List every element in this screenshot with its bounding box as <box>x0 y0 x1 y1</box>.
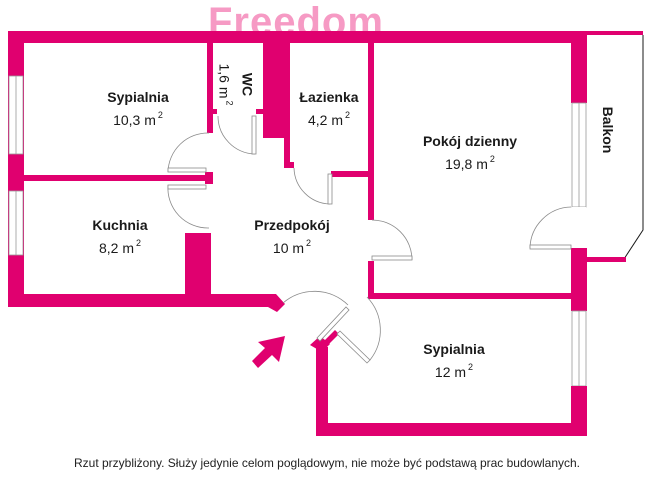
room-wc: WC 1,6 m2 <box>216 63 256 106</box>
wall-top <box>8 31 586 43</box>
room-balkon: Balkon <box>600 106 616 154</box>
wall-divider <box>24 175 209 181</box>
entrance-arrow-icon <box>252 336 285 368</box>
disclaimer-text: Rzut przybliżony. Służy jedynie celom po… <box>73 456 581 470</box>
wall-bottom-left <box>8 294 276 307</box>
wall-left <box>8 31 24 307</box>
